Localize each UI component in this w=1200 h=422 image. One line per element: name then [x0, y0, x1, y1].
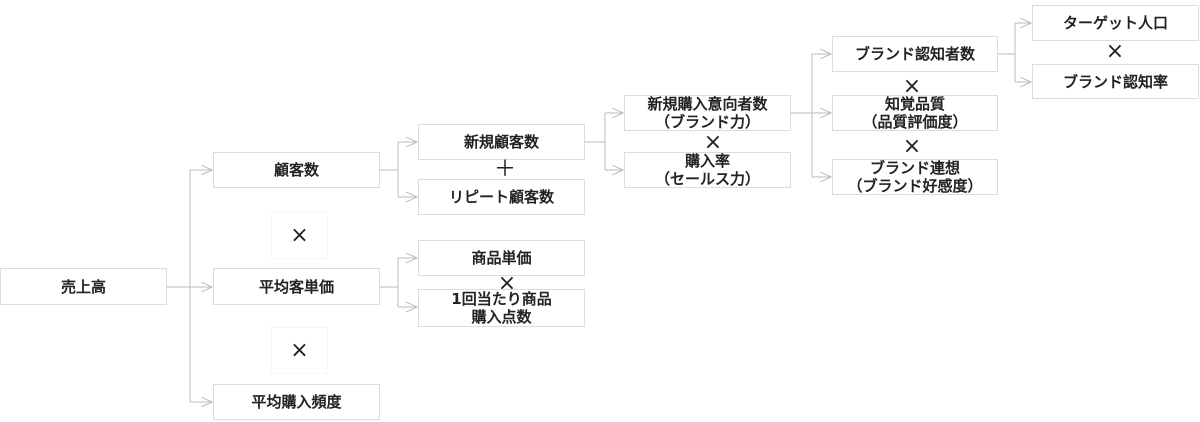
node-label: 商品単価: [471, 249, 532, 267]
multiply-operator: ×: [1105, 39, 1125, 64]
node-label: ブランド連想: [869, 159, 960, 177]
node-label: 新規顧客数: [463, 133, 539, 151]
node-label: 購入率: [684, 152, 730, 170]
node-perceived-quality: 知覚品質（品質評価度）: [832, 95, 998, 131]
node-items-per-purchase: 1回当たり商品購入点数: [418, 289, 585, 327]
operator-symbol: ×: [290, 338, 309, 363]
node-label: ブランド認知者数: [854, 45, 975, 63]
node-label: （セールス力）: [654, 170, 760, 188]
node-new-purchase-intent: 新規購入意向者数（ブランド力）: [624, 95, 791, 131]
node-target-population: ターゲット人口: [1032, 5, 1199, 41]
node-label: 平均購入頻度: [251, 393, 342, 411]
multiply-operator: ×: [902, 74, 922, 99]
multiply-operator: ×: [703, 130, 723, 155]
multiply-operator: ×: [271, 327, 328, 374]
node-label: 平均客単価: [258, 277, 334, 296]
node-label: 顧客数: [273, 161, 319, 179]
node-brand-association: ブランド連想（ブランド好感度）: [832, 159, 998, 195]
node-avg-purchase-frequency: 平均購入頻度: [213, 384, 380, 420]
node-label: ターゲット人口: [1062, 14, 1168, 32]
node-avg-unit-price: 平均客単価: [213, 268, 380, 305]
node-brand-awareness-rate: ブランド認知率: [1032, 64, 1199, 99]
multiply-operator: ×: [902, 134, 922, 159]
node-repeat-customers: リピート顧客数: [418, 179, 585, 215]
node-sales: 売上高: [0, 268, 167, 305]
node-new-customers: 新規顧客数: [418, 124, 585, 160]
node-purchase-rate: 購入率（セールス力）: [624, 152, 791, 188]
multiply-operator: ×: [497, 271, 517, 296]
node-label: 知覚品質: [884, 95, 945, 113]
operator-symbol: ×: [290, 223, 309, 248]
node-brand-aware: ブランド認知者数: [832, 36, 998, 72]
node-label: 購入点数: [471, 308, 532, 326]
plus-operator: ＋: [493, 157, 516, 182]
node-label: （ブランド好感度）: [847, 177, 983, 195]
node-label: リピート顧客数: [448, 188, 554, 206]
node-product-price: 商品単価: [418, 240, 585, 276]
node-label: 1回当たり商品: [451, 290, 552, 308]
node-label: 新規購入意向者数: [647, 95, 768, 113]
node-label: （ブランド力）: [654, 113, 760, 131]
node-label: （品質評価度）: [862, 113, 968, 131]
multiply-operator: ×: [271, 212, 328, 259]
node-label: 売上高: [60, 277, 106, 296]
node-customers: 顧客数: [213, 152, 380, 188]
node-label: ブランド認知率: [1062, 72, 1168, 91]
